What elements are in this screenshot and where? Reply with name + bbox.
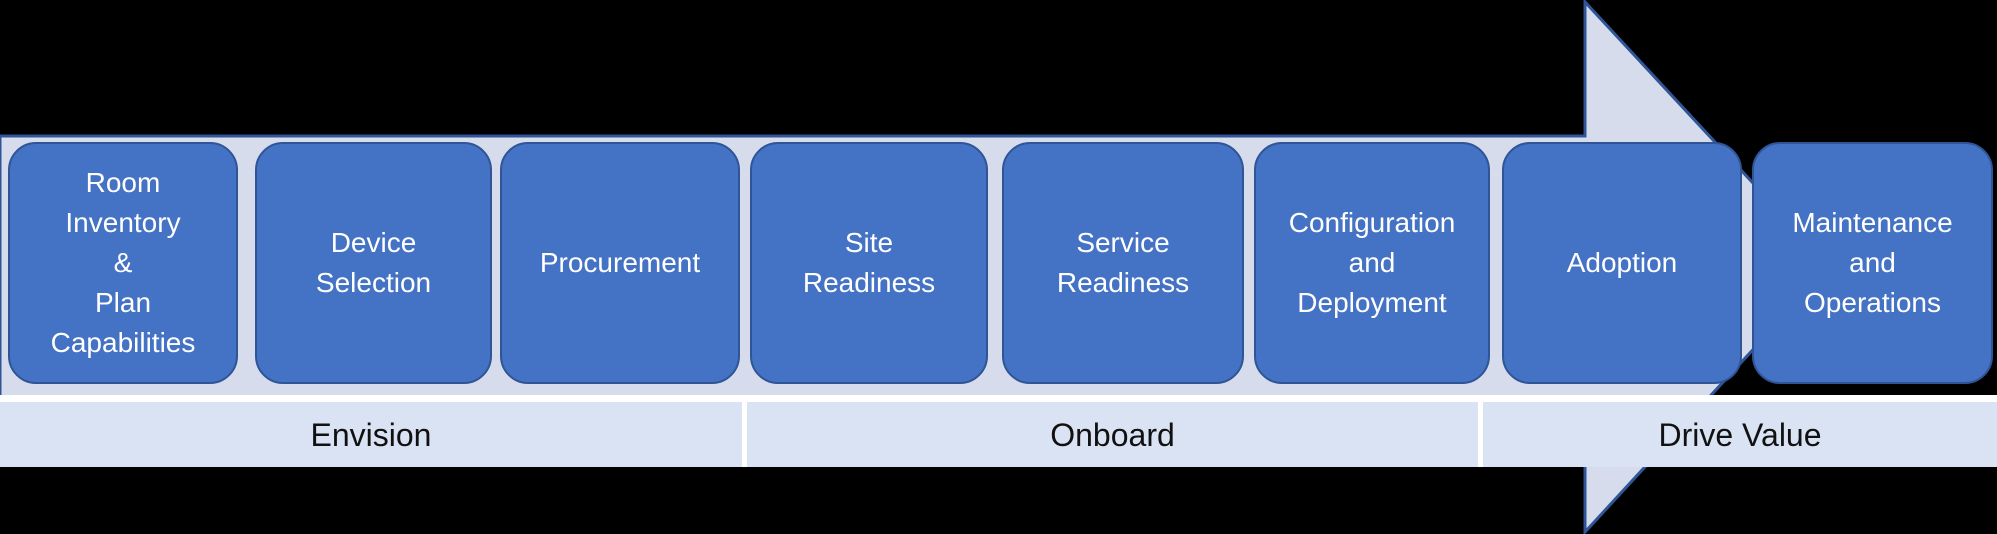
step-box-device-selection: Device Selection [255,142,492,384]
phase-envision: Envision [0,402,742,467]
step-label: Maintenance and Operations [1792,207,1953,318]
phase-onboard-label: Onboard [1050,416,1175,453]
step-label: Service Readiness [1056,227,1190,298]
step-box-configuration-and-deployment: Configuration and Deployment [1254,142,1490,384]
step-box-service-readiness: Service Readiness [1002,142,1244,384]
phase-envision-label: Envision [310,416,432,453]
step-label: Adoption [1566,247,1678,278]
step-box-room-inventory-plan-capabilities: Room Inventory & Plan Capabilities [8,142,238,384]
step-label: Room Inventory & Plan Capabilities [50,167,196,358]
phase-drive-value: Drive Value [1483,402,1997,467]
step-label: Procurement [539,247,701,278]
phase-drive-value-label: Drive Value [1658,416,1822,453]
phase-onboard: Onboard [747,402,1478,467]
step-box-procurement: Procurement [500,142,740,384]
step-box-adoption: Adoption [1502,142,1742,384]
phase-band: Envision Onboard Drive Value [0,402,1997,467]
step-label: Site Readiness [802,227,936,298]
step-label: Device Selection [315,227,432,298]
step-box-maintenance-and-operations: Maintenance and Operations [1752,142,1993,384]
band-separator-line [0,395,1997,402]
step-label: Configuration and Deployment [1288,207,1456,318]
step-box-site-readiness: Site Readiness [750,142,988,384]
